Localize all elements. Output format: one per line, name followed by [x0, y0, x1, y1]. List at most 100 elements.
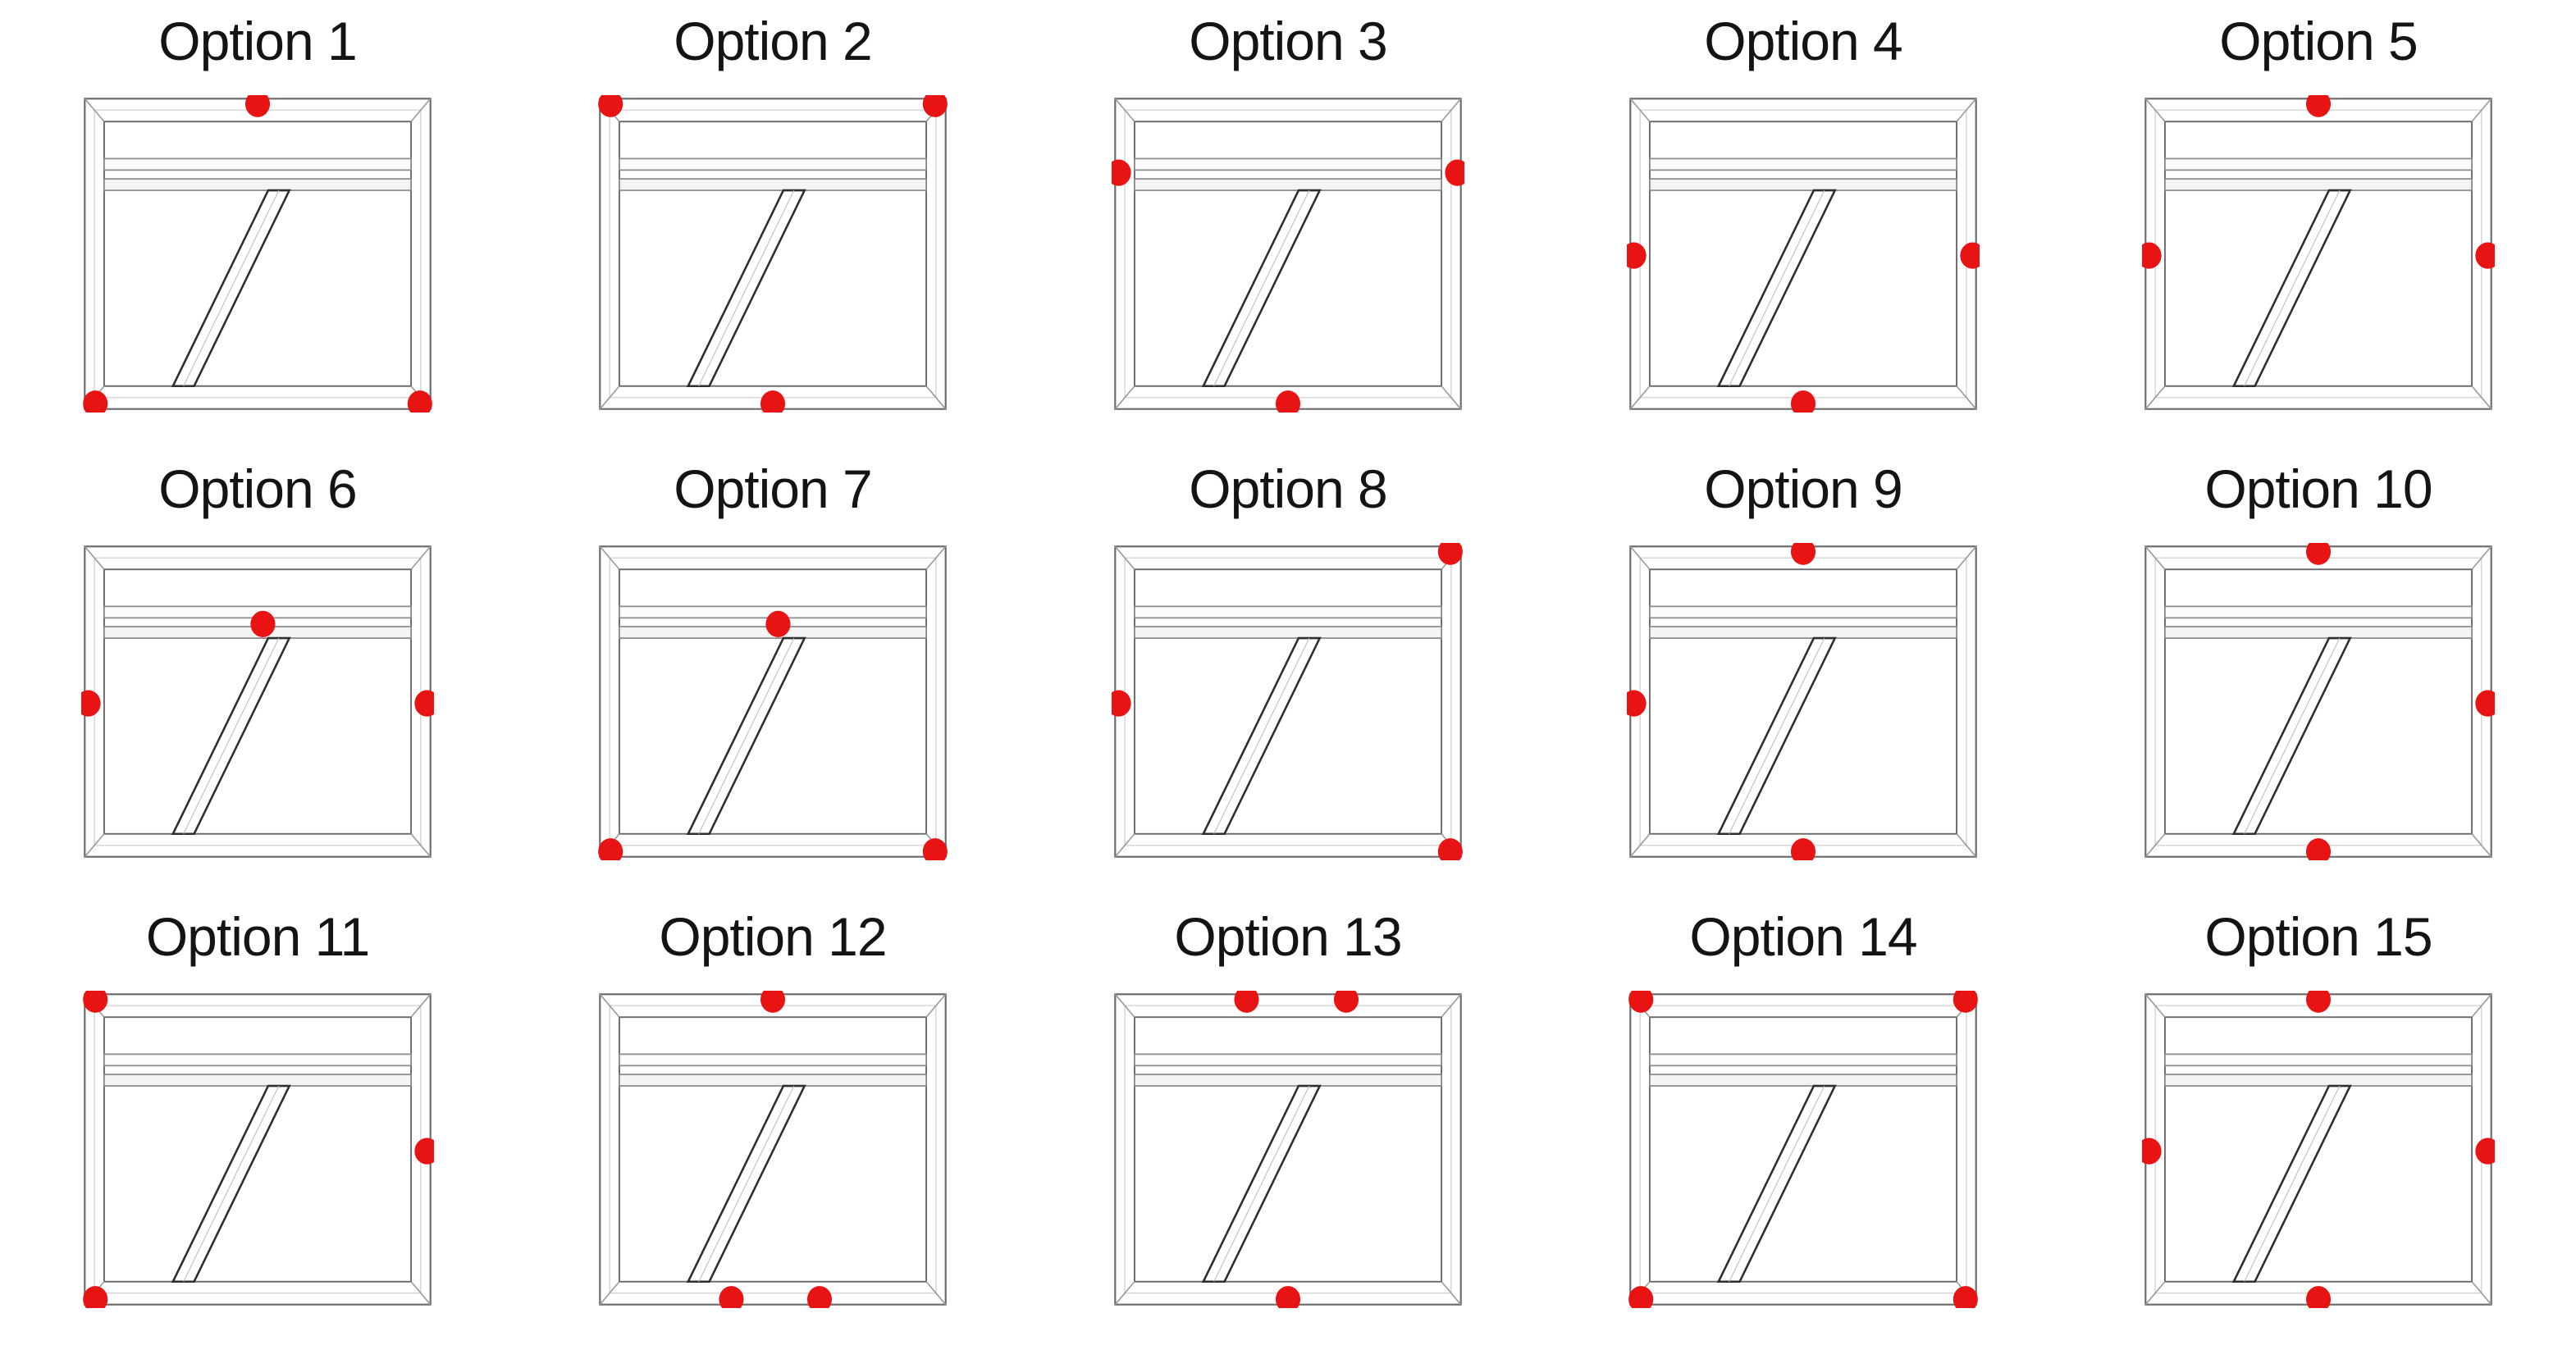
diagonal-brace-inner-line: [2244, 1085, 2341, 1282]
red-dot-bottom-right-of-center: [806, 1286, 833, 1308]
red-dot-right-middle: [2475, 242, 2495, 269]
option-cell-13[interactable]: Option 13: [1030, 896, 1546, 1343]
corner-bevel-bottom-left: [2144, 1281, 2166, 1306]
option-cell-10[interactable]: Option 10: [2061, 448, 2576, 896]
option-cell-6[interactable]: Option 6: [0, 448, 515, 896]
red-dot-bottom-center: [2305, 838, 2332, 860]
corner-bevel-top-left: [1629, 545, 1651, 570]
red-dot-rail-center: [765, 610, 791, 637]
option-figure: [598, 94, 948, 413]
red-dot-bottom-right: [1437, 838, 1463, 860]
corner-bevel-top-right: [925, 993, 947, 1018]
option-cell-3[interactable]: Option 3: [1030, 0, 1546, 448]
corner-bevel-bottom-left: [1114, 833, 1135, 858]
top-rail-upper-bar: [1649, 1053, 1957, 1067]
top-rail-lower-bar: [1649, 178, 1957, 191]
corner-bevel-top-left: [84, 545, 105, 570]
top-rail-lower-bar: [1134, 1074, 1442, 1087]
corner-bevel-top-right: [925, 545, 947, 570]
top-rail-lower-bar: [2164, 178, 2473, 191]
option-title: Option 13: [1174, 906, 1402, 967]
option-title: Option 11: [145, 906, 370, 967]
option-title: Option 4: [1704, 11, 1902, 71]
corner-bevel-top-right: [1956, 98, 1977, 122]
diagonal-brace-inner-line: [183, 1085, 280, 1282]
frame-inner-outline: [1648, 121, 1958, 387]
corner-bevel-top-left: [2144, 545, 2166, 570]
top-rail-upper-bar: [619, 1053, 927, 1067]
corner-bevel-bottom-right: [2471, 833, 2492, 858]
option-cell-12[interactable]: Option 12: [515, 896, 1030, 1343]
corner-bevel-bottom-right: [925, 1281, 947, 1306]
option-title: Option 9: [1704, 458, 1902, 519]
option-title: Option 12: [659, 906, 887, 967]
corner-bevel-bottom-left: [1629, 385, 1651, 410]
option-title: Option 14: [1689, 906, 1917, 967]
diagonal-brace-inner-line: [183, 189, 280, 386]
corner-bevel-top-right: [2471, 98, 2492, 122]
corner-bevel-bottom-right: [410, 833, 432, 858]
top-rail-upper-bar: [2164, 1053, 2473, 1067]
corner-bevel-top-right: [1441, 993, 1462, 1018]
option-cell-11[interactable]: Option 11: [0, 896, 515, 1343]
option-figure: [2144, 542, 2495, 860]
diagonal-brace-inner-line: [1213, 1085, 1310, 1282]
top-rail-lower-bar: [103, 1074, 412, 1087]
corner-bevel-bottom-left: [1629, 833, 1651, 858]
option-cell-5[interactable]: Option 5: [2061, 0, 2576, 448]
option-figure: [599, 990, 947, 1308]
red-dot-bottom-left-of-center: [719, 1286, 744, 1308]
top-rail-upper-bar: [1649, 157, 1957, 171]
corner-bevel-bottom-left: [2144, 833, 2166, 858]
option-figure: [1628, 990, 1978, 1308]
red-dot-left-middle: [1627, 690, 1647, 717]
corner-bevel-top-left: [599, 545, 620, 570]
red-dot-right-middle: [2475, 1138, 2495, 1165]
red-dot-top-left: [598, 94, 623, 117]
diagonal-brace-inner-line: [183, 637, 280, 834]
corner-bevel-top-left: [2144, 98, 2166, 122]
red-dot-top-right-of-center: [1333, 990, 1359, 1013]
red-dot-bottom-right: [407, 390, 432, 413]
top-rail-upper-bar: [103, 157, 412, 171]
corner-bevel-bottom-right: [1956, 833, 1977, 858]
top-rail-upper-bar: [1134, 605, 1442, 619]
option-cell-2[interactable]: Option 2: [515, 0, 1030, 448]
option-cell-1[interactable]: Option 1: [0, 0, 515, 448]
corner-bevel-top-left: [1114, 993, 1135, 1018]
red-dot-top-center: [244, 94, 271, 117]
option-figure: [1627, 542, 1977, 860]
option-cell-9[interactable]: Option 9: [1546, 448, 2061, 896]
red-dot-top-center: [760, 990, 786, 1013]
red-dot-bottom-center: [760, 390, 786, 413]
option-figure: [1627, 98, 1980, 413]
red-dot-bottom-center: [1275, 390, 1301, 413]
option-cell-15[interactable]: Option 15: [2061, 896, 2576, 1343]
red-dot-bottom-center: [1790, 390, 1816, 413]
red-dot-right-middle: [2475, 690, 2495, 717]
diagonal-brace-inner-line: [1729, 1085, 1825, 1282]
option-cell-14[interactable]: Option 14: [1546, 896, 2061, 1343]
frame-inner-outline: [2163, 568, 2473, 835]
option-title: Option 1: [158, 11, 357, 71]
red-dot-top-right: [1437, 542, 1463, 565]
red-dot-bottom-center: [1275, 1286, 1301, 1308]
frame-inner-outline: [2163, 1016, 2473, 1283]
top-rail-lower-bar: [1649, 1074, 1957, 1087]
corner-bevel-top-right: [410, 993, 432, 1018]
red-dot-rail-right: [1445, 159, 1464, 186]
red-dot-bottom-right: [1953, 1286, 1978, 1308]
top-rail-lower-bar: [2164, 1074, 2473, 1087]
diagonal-brace-inner-line: [698, 637, 795, 834]
option-cell-7[interactable]: Option 7: [515, 448, 1030, 896]
red-dot-right-middle: [414, 1138, 434, 1165]
corner-bevel-bottom-left: [1114, 385, 1135, 410]
red-dot-left-middle: [2142, 1138, 2162, 1165]
diagonal-brace-inner-line: [2244, 637, 2341, 834]
option-cell-4[interactable]: Option 4: [1546, 0, 2061, 448]
corner-bevel-top-right: [1441, 98, 1462, 122]
corner-bevel-top-left: [599, 993, 620, 1018]
option-cell-8[interactable]: Option 8: [1030, 448, 1546, 896]
option-figure: [83, 990, 434, 1308]
corner-bevel-bottom-right: [1441, 385, 1462, 410]
